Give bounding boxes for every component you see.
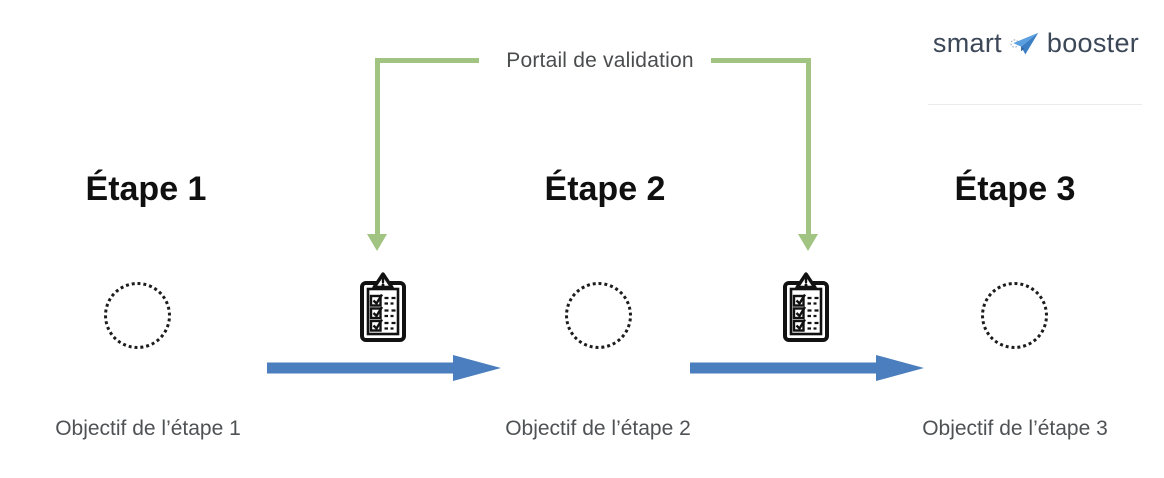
checklist-warning-icon-2 bbox=[778, 272, 834, 349]
connector-right-arrowhead-icon bbox=[798, 234, 818, 251]
validation-portal-label: Portail de validation bbox=[506, 49, 694, 72]
flow-arrow-2-icon bbox=[690, 353, 925, 388]
connector-left-arrowhead-icon bbox=[367, 234, 387, 251]
step-3-dotted-circle bbox=[981, 282, 1048, 349]
step-1-dotted-circle bbox=[104, 282, 171, 349]
step-2-title: Étape 2 bbox=[544, 170, 666, 208]
logo: smart booster bbox=[930, 28, 1142, 59]
logo-word-smart: smart bbox=[932, 28, 1002, 58]
step-3-title: Étape 3 bbox=[954, 170, 1076, 208]
logo-word-booster: booster bbox=[1046, 28, 1140, 58]
logo-divider bbox=[928, 104, 1142, 105]
connector-right-horizontal bbox=[711, 58, 811, 63]
paper-plane-icon bbox=[1009, 31, 1040, 57]
step-1-title: Étape 1 bbox=[85, 170, 207, 208]
step-2-dotted-circle bbox=[565, 282, 632, 349]
connector-left-horizontal bbox=[375, 58, 479, 63]
checklist-warning-icon-1 bbox=[355, 272, 411, 349]
flow-arrow-1-icon bbox=[267, 353, 502, 388]
connector-left-vertical bbox=[375, 58, 380, 234]
step-3-objective: Objectif de l’étape 3 bbox=[922, 417, 1108, 440]
connector-right-vertical bbox=[806, 58, 811, 234]
step-1-objective: Objectif de l’étape 1 bbox=[55, 417, 241, 440]
step-2-objective: Objectif de l’étape 2 bbox=[505, 417, 691, 440]
